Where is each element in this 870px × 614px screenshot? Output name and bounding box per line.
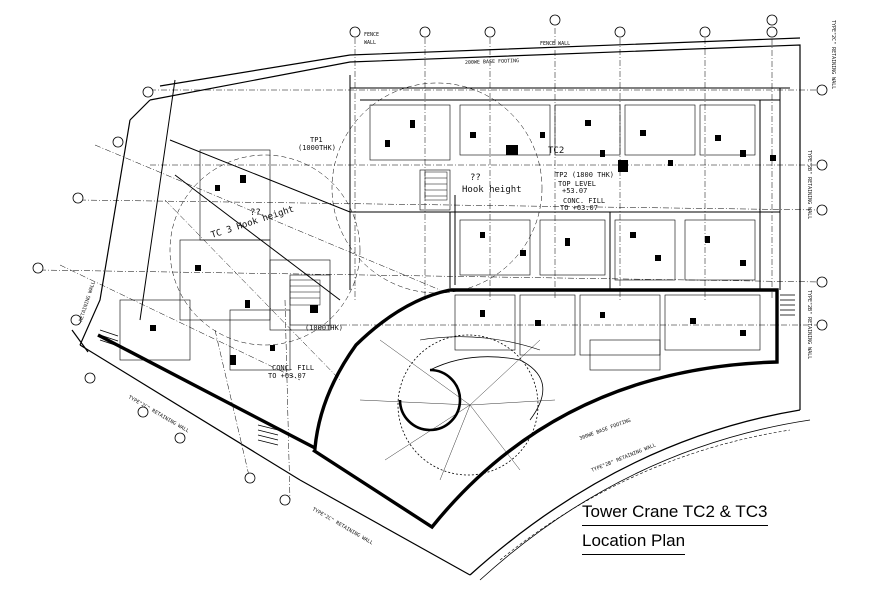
building-outline [97,288,779,530]
right-grid-bubbles [816,84,828,331]
label-retaining-left: TYPE"2C" RETAINING WALL [127,395,190,435]
stair-hatch [99,294,795,446]
label-retaining-right-mid: TYPE"2B" RETAINING WALL [806,150,812,219]
label-tp1-thk: (1000THK) [298,144,336,152]
label-tc2-q: ?? [470,173,481,183]
label-conc-fill2-val: TO +63.07 [268,372,306,380]
label-top-level-val: +53.07 [562,187,587,195]
label-base-footing2: 300WE BASE FOOTING [579,418,632,442]
crane-radius [169,82,543,346]
label-retaining-right-low: TYPE"2B" RETAINING WALL [806,290,812,359]
label-top-level: TOP LEVEL [558,180,596,188]
label-retaining-bottom: TYPE"2C" RETAINING WALL [311,507,374,547]
plan-labels: FENCE WALL FENCE WALL 200WE BASE FOOTING… [78,20,836,546]
columns [150,120,776,365]
label-conc-fill2: CONC. FILL [272,364,314,372]
grid-bubble-c7 [766,14,778,26]
label-tp1: TP1 [310,136,323,144]
drawing-title-block: Tower Crane TC2 & TC3 Location Plan [582,500,802,555]
label-tc3-q: ?? [250,208,261,218]
retaining-wall-curve [469,409,811,581]
left-grid-bubbles [32,86,291,506]
label-base-footing: 200WE BASE FOOTING [465,58,519,66]
drawing-title: Tower Crane TC2 & TC3 [582,500,768,526]
label-tp2: TP2 (1800 THK) [555,171,614,179]
label-retaining-bottom-right: TYPE"2B" RETAINING WALL [591,442,657,474]
label-fence-left: FENCE [364,32,379,38]
structure-lines [139,75,790,321]
grid-bubble-c2 [419,26,431,38]
site-boundary [71,37,801,576]
top-grid-bubbles [349,14,778,38]
label-conc-fill: CONC. FILL [563,197,605,205]
grid-bubble-c4 [549,14,561,26]
label-tp-left: (1000THK) [305,324,343,332]
interior-detail [119,104,761,371]
label-retaining-right-top: TYPE"2C" RETAINING WALL [830,20,836,89]
circular-ramp [359,334,556,481]
label-conc-fill-val: TO +63.07 [560,204,598,212]
crane-base-pads [289,171,448,306]
grid-bubble-c3 [484,26,496,38]
drawing-subtitle: Location Plan [582,529,686,555]
grid-bubble-c1 [349,26,361,38]
label-retaining-left-edge: RETAINING WALL [78,281,97,323]
label-fence-left2: WALL [364,40,376,46]
grid-bubble-c5 [614,26,626,38]
label-fence-wall-top: FENCE WALL [540,41,570,47]
label-tc2-hook: Hook height [462,185,522,195]
label-tc2: TC2 [548,146,564,156]
grid-bubble-c8 [766,26,778,38]
grid-bubble-c6 [699,26,711,38]
